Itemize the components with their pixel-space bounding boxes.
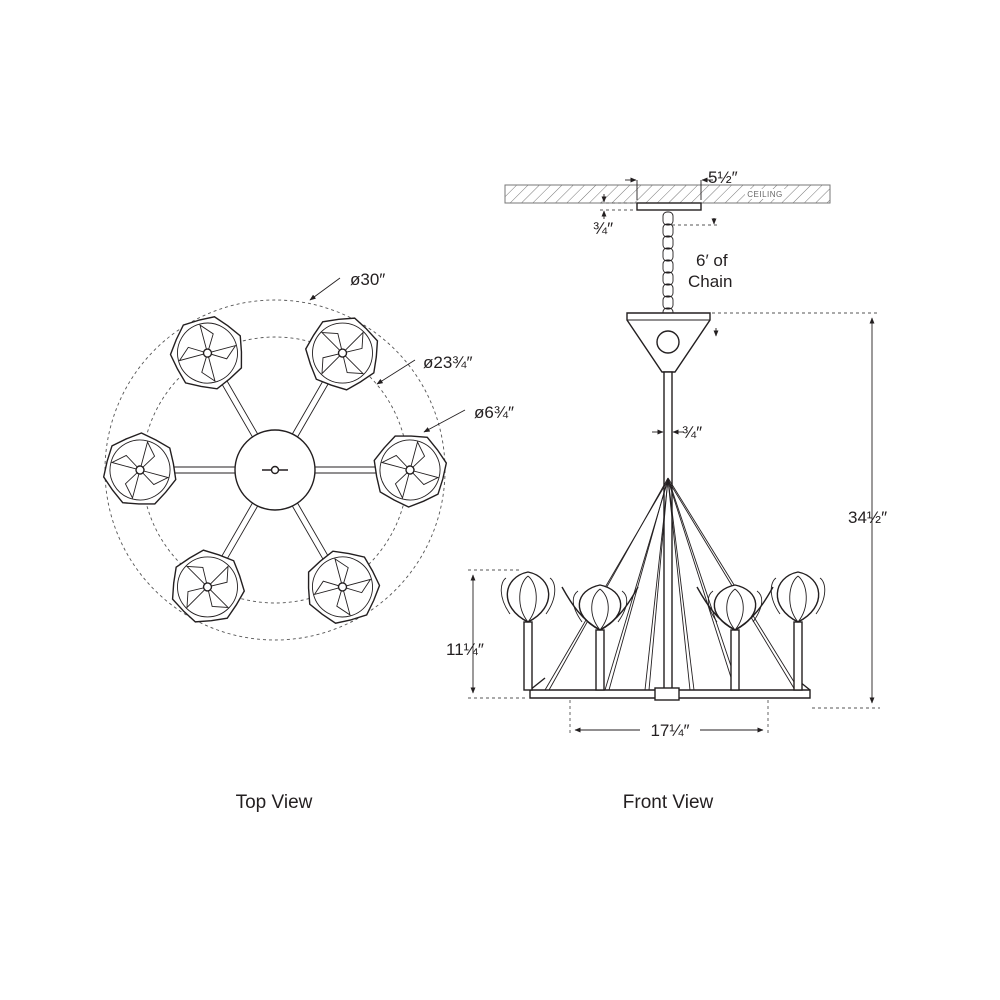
- lamp-cup-icon: [500, 571, 556, 691]
- canopy-width-label: 5½″: [708, 168, 738, 187]
- petal: [409, 440, 426, 472]
- petal: [201, 351, 216, 383]
- canopy-ring: [656, 330, 680, 354]
- chain-link: [662, 235, 674, 250]
- petal: [380, 454, 412, 471]
- support-rod: [667, 479, 736, 691]
- top-view-title: Top View: [236, 792, 313, 813]
- shade-center: [337, 348, 348, 358]
- shade-flower-icon: [169, 316, 243, 390]
- petal: [206, 565, 229, 588]
- front-view: CEILING 5½″ ¾″ 6′ of Chain ¾″: [446, 168, 887, 813]
- petal: [334, 557, 349, 589]
- petal: [205, 344, 237, 360]
- chain-link: [662, 295, 674, 310]
- support-rod: [648, 477, 669, 691]
- petal: [336, 585, 351, 616]
- top-shade-diameter-label: ø6¾″: [474, 403, 514, 422]
- shade-inner-ring: [109, 439, 171, 501]
- support-rods: [544, 477, 800, 691]
- front-view-lamps: [500, 571, 826, 691]
- stem-width-label: ¾″: [682, 423, 702, 442]
- petal: [340, 578, 372, 594]
- chain-link: [662, 283, 674, 298]
- chain-link: [662, 223, 674, 238]
- support-rod: [644, 479, 669, 691]
- top-diameter-23-label: ø23¾″: [423, 353, 473, 372]
- petal: [124, 468, 141, 500]
- shade-inner-ring: [312, 556, 373, 618]
- chain-link: [662, 271, 674, 286]
- chain-link: [662, 259, 674, 274]
- center-screw-icon: [262, 465, 288, 475]
- petal: [320, 332, 344, 355]
- chain: [662, 211, 674, 322]
- shade-flower-icon: [304, 317, 379, 391]
- front-view-title: Front View: [623, 792, 714, 813]
- shade-center: [135, 465, 145, 475]
- petal: [313, 580, 345, 596]
- shade-flower-icon: [373, 435, 448, 508]
- shade-inner-ring: [379, 439, 441, 501]
- petal: [186, 586, 209, 609]
- shade-inner-ring: [312, 322, 373, 384]
- top-view: ø30″ ø23¾″ ø6¾″ Top View: [102, 270, 514, 813]
- petal: [110, 454, 142, 471]
- lamp-cup-icon: [696, 584, 774, 691]
- petal: [199, 324, 214, 355]
- petal: [178, 346, 210, 362]
- shade-flower-icon: [102, 432, 177, 505]
- overall-height-label: 34½″: [848, 508, 887, 527]
- support-rod: [667, 477, 740, 691]
- ceiling-label: CEILING: [747, 190, 783, 199]
- support-rod: [667, 477, 695, 691]
- shade-flower-icon: [171, 549, 246, 623]
- lamp-cup-icon: [770, 571, 826, 691]
- support-rod: [548, 477, 669, 691]
- top-diameter-30-label: ø30″: [350, 270, 385, 289]
- petal: [206, 585, 230, 608]
- base-width-label: 17¼″: [650, 721, 689, 740]
- support-rod: [608, 477, 669, 691]
- petal: [341, 351, 365, 375]
- shade-center: [337, 582, 348, 592]
- petal: [185, 565, 209, 589]
- top-view-shades: [102, 316, 448, 624]
- body-height-label: 11¼″: [446, 640, 484, 659]
- shade-center: [202, 348, 213, 358]
- petal: [408, 469, 440, 486]
- petal: [138, 469, 170, 486]
- shade-inner-ring: [177, 556, 238, 618]
- support-rod: [667, 479, 796, 691]
- petal: [321, 352, 344, 375]
- shade-center: [405, 465, 415, 475]
- chain-link: [662, 247, 674, 262]
- ceiling-canopy: [636, 202, 702, 211]
- lamp-cup-icon: [561, 584, 639, 691]
- stem: [663, 371, 673, 691]
- petal: [394, 468, 411, 500]
- shade-inner-ring: [177, 322, 238, 384]
- petal: [139, 440, 156, 472]
- support-rod: [667, 477, 800, 691]
- chain-length-line1: 6′ of: [696, 251, 728, 270]
- shade-center: [202, 582, 213, 592]
- shade-flower-icon: [307, 550, 381, 624]
- canopy-height-label: ¾″: [593, 219, 613, 238]
- chain-length-line2: Chain: [688, 272, 732, 291]
- support-rod: [667, 479, 691, 691]
- petal: [341, 331, 364, 354]
- chain-link: [662, 211, 674, 226]
